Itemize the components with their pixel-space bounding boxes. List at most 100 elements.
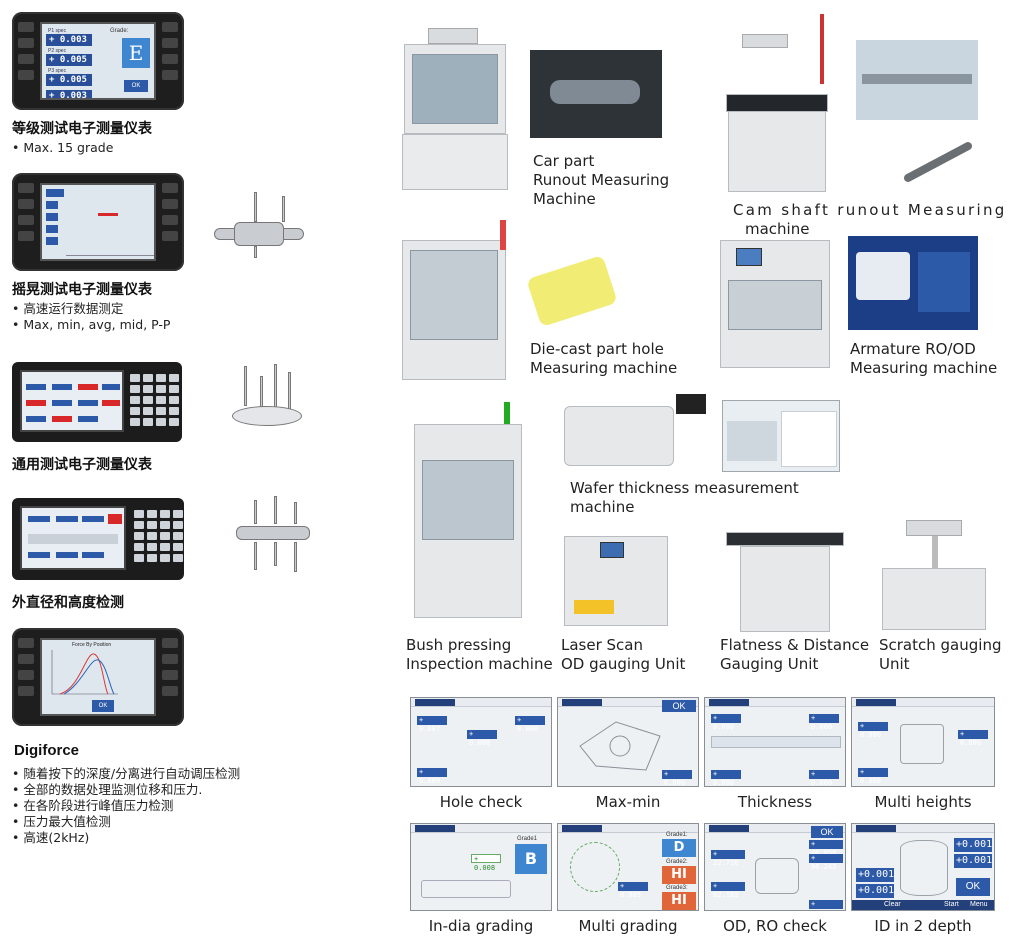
section-title-general: 通用测试电子测量仪表 <box>12 457 152 473</box>
value-field: + 0.000 <box>711 714 741 731</box>
value-field: + 0.005 <box>618 882 648 899</box>
value-field: + 0.000 <box>711 770 741 786</box>
grade-gauge-device: P1 spec + 0.003 P2 spec + 0.005 P3 spec … <box>12 12 184 110</box>
device-screen: P1 spec + 0.003 P2 spec + 0.005 P3 spec … <box>40 22 156 100</box>
value-field: + 0.008 <box>467 730 497 747</box>
menu-button[interactable]: Menu <box>970 901 988 908</box>
grade-box: B <box>515 844 547 874</box>
value-field: + 0.000 <box>809 770 839 786</box>
caption-in-dia-grading: In-dia grading <box>428 917 534 935</box>
value-field: +0.001 <box>954 838 993 852</box>
digiforce-device: Force By Position OK <box>12 628 184 726</box>
ok-button[interactable]: OK <box>662 700 696 712</box>
screen-max-min: OK + 0.000 <box>557 697 699 787</box>
general-gauge-unit <box>12 362 182 442</box>
value-field: + 22.710 <box>711 850 745 867</box>
cam-shaft-machine-photo <box>724 14 830 194</box>
device-screen <box>40 183 156 261</box>
armature-screen-photo <box>848 236 978 330</box>
wafer-screen-photo <box>722 400 840 472</box>
value-field: + 96.243 <box>809 854 843 871</box>
caption-die-cast: Die-cast part hole Measuring machine <box>530 340 678 377</box>
value-field: + 0.007 <box>417 716 447 733</box>
value-field: + 0.000 <box>809 714 839 731</box>
screen-in-dia-grading: Grade1 B + 0.008 <box>410 823 552 911</box>
grade-box: HI <box>662 892 696 910</box>
bullet: Max, min, avg, mid, P-P <box>12 317 170 333</box>
multi-probe-illustration <box>228 362 308 432</box>
caption-cam-shaft: Cam shaft runout Measuring <box>733 201 1007 219</box>
caption-max-min: Max-min <box>595 793 661 811</box>
bullet: 在各阶段进行峰值压力检测 <box>12 798 240 814</box>
grade-box: D <box>662 839 696 857</box>
caption-multi-heights: Multi heights <box>874 793 972 811</box>
od-probe-illustration <box>232 496 312 576</box>
value-field: + 0.008 <box>471 854 501 872</box>
die-cast-machine-photo <box>398 220 514 390</box>
caption-multi-grading: Multi grading <box>578 917 678 935</box>
value-field: + 82.183 <box>711 882 745 899</box>
keypad[interactable] <box>130 374 179 426</box>
bullet: 随着按下的深度/分离进行自动调压检测 <box>12 766 240 782</box>
ok-button[interactable]: OK <box>956 878 990 896</box>
digiforce-bullets: 随着按下的深度/分离进行自动调压检测 全部的数据处理监测位移和压力. 在各阶段进… <box>12 766 240 846</box>
screen-od-ro-check: OK + 40.058 + 22.710 + 96.243 + 82.183 +… <box>704 823 846 911</box>
bullet: 压力最大值检测 <box>12 814 240 830</box>
value-field: + 20.471 <box>809 900 843 910</box>
force-curve <box>51 650 118 695</box>
caption-scratch: Scratch gauging Unit <box>879 636 1002 673</box>
cam-shaft-closeup-photo <box>856 40 978 120</box>
bush-pressing-machine-photo <box>410 400 528 622</box>
keypad[interactable] <box>134 510 183 562</box>
value-field: +0.001 <box>856 868 895 882</box>
value-field: + 0.000 <box>858 768 888 785</box>
caption-od-ro-check: OD, RO check <box>723 917 827 935</box>
value-field: + 0.009 <box>417 768 447 785</box>
shaft-illustration <box>198 190 318 260</box>
car-runout-machine-photo <box>398 18 512 196</box>
caption-hole-check: Hole check <box>439 793 523 811</box>
section-title-digiforce: Digiforce <box>14 742 80 759</box>
device-screen: Force By Position OK <box>40 638 156 716</box>
ok-button[interactable]: OK <box>811 826 843 838</box>
start-button[interactable]: Start <box>944 901 959 908</box>
unit-screen <box>20 370 124 432</box>
grade-bullets: Max. 15 grade <box>12 140 113 156</box>
value-field: +0.001 <box>954 854 993 868</box>
bullet: 全部的数据处理监测位移和压力. <box>12 782 240 798</box>
caption-cam-shaft-line2: machine <box>745 220 810 238</box>
bullet: Max. 15 grade <box>12 140 113 156</box>
readout: + 0.003 <box>46 34 92 46</box>
caption-thickness: Thickness <box>737 793 813 811</box>
readout: + 0.005 <box>46 74 92 86</box>
grade-label: Grade2: <box>666 859 688 865</box>
od-height-unit <box>12 498 184 580</box>
clear-button[interactable]: Clear <box>884 901 901 908</box>
screen-hole-check: + 0.007 + 0.008 + 0.006 + 0.009 <box>410 697 552 787</box>
grade-label: Grade1: <box>666 832 688 838</box>
unit-screen <box>20 506 126 570</box>
laser-scan-photo <box>560 526 676 634</box>
readout: + 0.005 <box>46 54 92 66</box>
caption-armature: Armature RO/OD Measuring machine <box>850 340 998 377</box>
grade-box: HI <box>662 866 696 884</box>
wafer-machine-photo <box>558 386 718 476</box>
caption-flatness: Flatness & Distance Gauging Unit <box>720 636 870 673</box>
ok-button[interactable]: OK <box>92 700 114 712</box>
bullet: 高速(2kHz) <box>12 830 240 846</box>
screen-id-two-depth: +0.001 +0.001 +0.001 +0.001 OK Clear Sta… <box>851 823 995 911</box>
runout-gauge-device <box>12 173 184 271</box>
part-outline <box>579 721 661 771</box>
caption-car-runout: Car part Runout Measuring Machine <box>533 152 670 208</box>
ok-button[interactable]: OK <box>124 80 148 92</box>
grade-box: E <box>122 38 150 68</box>
section-title-od-height: 外直径和高度检测 <box>12 595 124 611</box>
caption-bush: Bush pressing Inspection machine <box>406 636 553 673</box>
caption-wafer: Wafer thickness measurement machine <box>570 479 799 516</box>
value-field: + 0.000 <box>858 722 888 739</box>
car-part-closeup-photo <box>530 50 662 138</box>
screen-multi-heights: + 0.000 + 0.000 + 0.000 <box>851 697 995 787</box>
grade-header: Grade: <box>110 28 129 34</box>
footer-bar: Clear Start Menu <box>852 900 994 910</box>
screen-thickness: + 0.000 + 0.000 + 0.000 + 0.000 <box>704 697 846 787</box>
